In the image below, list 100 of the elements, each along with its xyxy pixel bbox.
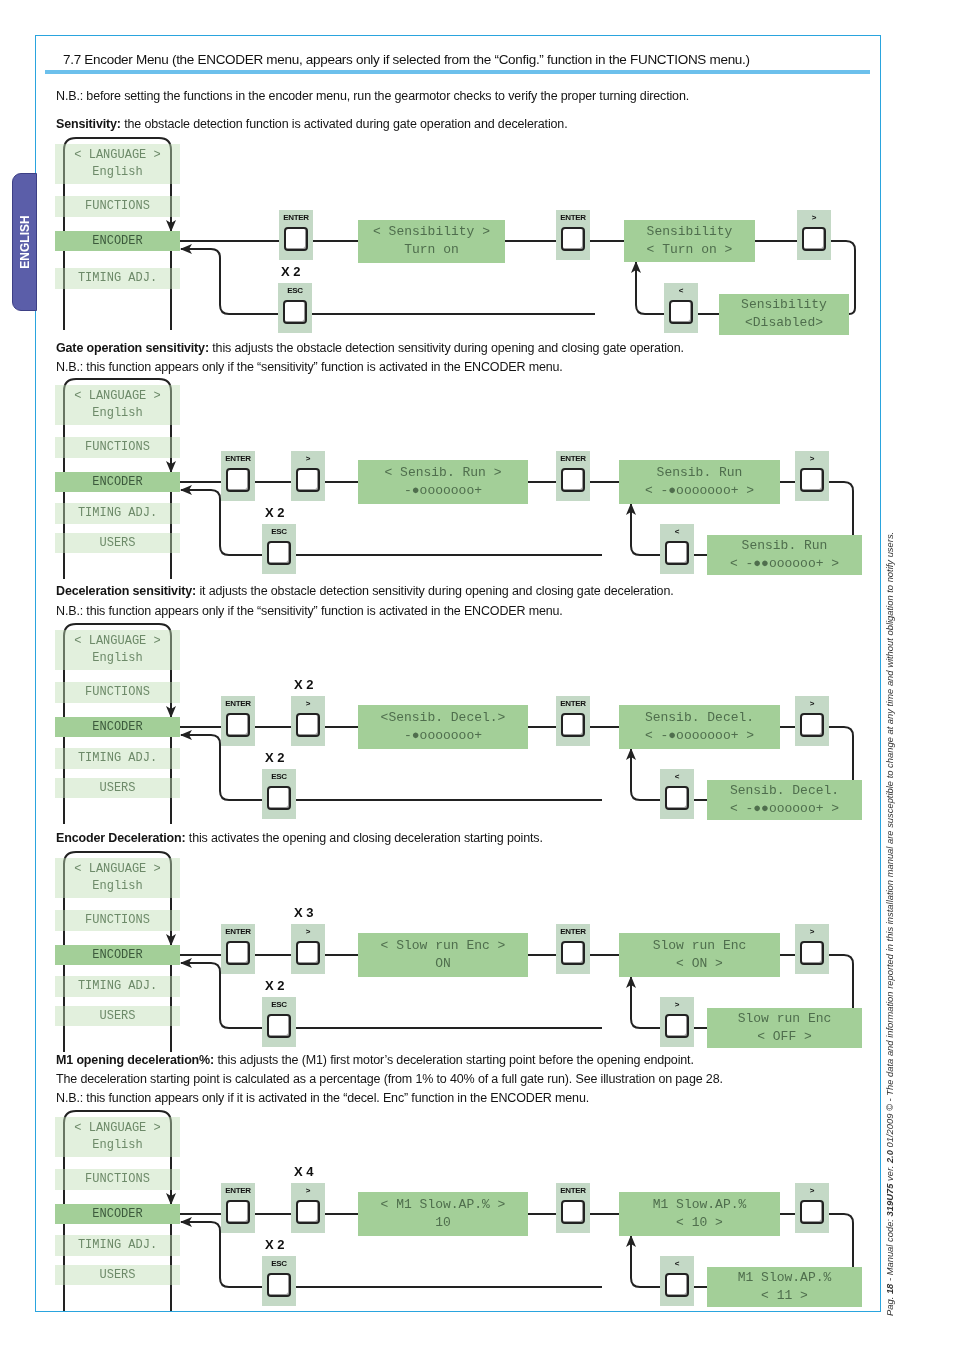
repeat-count: X 3 xyxy=(294,905,314,920)
arrow xyxy=(180,730,263,801)
key-label: < xyxy=(674,772,680,782)
key-label: ENTER xyxy=(560,927,586,937)
key-tile xyxy=(221,1183,255,1233)
key-tile xyxy=(221,451,255,501)
connector-line xyxy=(779,954,796,956)
connector-line xyxy=(179,954,222,956)
display-text: < OFF > xyxy=(757,1028,812,1046)
key-tile xyxy=(664,283,698,333)
key-tile xyxy=(556,924,590,974)
lcd-display xyxy=(707,1008,862,1048)
key-label: ENTER xyxy=(560,699,586,709)
repeat-count: X 2 xyxy=(265,505,285,520)
display-text: < -●●oooooo+ > xyxy=(729,555,840,573)
arrow xyxy=(626,503,661,556)
menu-label: USERS xyxy=(99,779,136,797)
display-text: Slow run Enc xyxy=(737,1010,832,1028)
key-label: ESC xyxy=(271,527,287,537)
connector-line xyxy=(693,554,708,556)
menu-item xyxy=(55,1006,180,1026)
lcd-display xyxy=(358,705,528,749)
key-label: ENTER xyxy=(225,927,251,937)
key-tile xyxy=(556,1183,590,1233)
connector-line xyxy=(254,481,292,483)
key-label: < xyxy=(674,527,680,537)
menu-item xyxy=(55,910,180,931)
menu-label: ENCODER xyxy=(92,473,143,491)
connector-line xyxy=(295,554,603,556)
menu-label: < LANGUAGE > xyxy=(74,633,161,650)
paragraph: N.B.: this function appears only if the “sensitivity” function is activated in the ENCODER menu. xyxy=(56,603,564,619)
menu-item xyxy=(55,1235,180,1256)
connector-line xyxy=(828,726,854,781)
paragraph: M1 opening deceleration%: this adjusts the (M1) first motor’s deceleration starting point before the opening endpoint. xyxy=(56,1052,695,1068)
menu-item xyxy=(55,231,180,251)
paragraph: Encoder Deceleration: this activates the opening and closing deceleration starting points. xyxy=(56,830,544,846)
lcd-display xyxy=(619,460,780,504)
menu-item xyxy=(55,858,180,898)
menu-label: < LANGUAGE > xyxy=(74,1120,161,1137)
menu-label: FUNCTIONS xyxy=(85,1171,150,1188)
arrow xyxy=(626,976,661,1029)
key-tile xyxy=(278,283,312,333)
display-text: M1 Slow.AP.% xyxy=(652,1196,747,1214)
paragraph: N.B.: before setting the functions in the encoder menu, run the gearmotor checks to verify the proper turning direction. xyxy=(56,88,691,104)
connector-line xyxy=(830,240,856,315)
display-text: Sensibility xyxy=(646,223,733,241)
menu-label: ENCODER xyxy=(92,1205,143,1223)
lcd-display xyxy=(707,780,862,820)
menu-item xyxy=(55,533,180,553)
lcd-display xyxy=(358,933,528,977)
menu-label: TIMING ADJ. xyxy=(77,750,158,767)
connector-line xyxy=(179,1213,222,1215)
lcd-display xyxy=(707,1267,862,1307)
arrow xyxy=(180,958,263,1029)
display-text: Sensib. Decel. xyxy=(729,782,840,800)
key-tile xyxy=(660,1256,694,1306)
display-text: < 10 > xyxy=(676,1214,723,1232)
menu-label: TIMING ADJ. xyxy=(77,505,158,522)
key-label: > xyxy=(809,927,815,937)
display-text: < Slow run Enc > xyxy=(380,937,506,955)
connector-line xyxy=(589,954,620,956)
display-text: Sensib. Run xyxy=(656,464,743,482)
menu-item xyxy=(55,778,180,798)
key-tile xyxy=(262,997,296,1047)
key-label: > xyxy=(305,927,311,937)
key-tile xyxy=(279,210,313,260)
paragraph: N.B.: this function appears only if it is activated in the “decel. Enc” function in the ENCODER menu. xyxy=(56,1090,591,1106)
lcd-display xyxy=(619,933,780,977)
key-tile xyxy=(291,1183,325,1233)
connector-line xyxy=(179,481,222,483)
connector-line xyxy=(697,313,720,315)
menu-label: English xyxy=(92,1137,143,1154)
key-label: ENTER xyxy=(225,454,251,464)
connector-line xyxy=(312,240,359,242)
lcd-display xyxy=(619,705,780,749)
lcd-display xyxy=(358,1192,528,1236)
key-tile xyxy=(795,1183,829,1233)
key-tile xyxy=(556,451,590,501)
menu-label: TIMING ADJ. xyxy=(77,1237,158,1254)
connector-line xyxy=(324,1213,359,1215)
connector-line xyxy=(828,954,854,1009)
connector-line xyxy=(527,481,557,483)
connector-line xyxy=(828,1213,854,1268)
connector-line xyxy=(179,726,222,728)
menu-label: ENCODER xyxy=(92,946,143,964)
connector-line xyxy=(828,481,854,536)
key-label: > xyxy=(305,454,311,464)
connector-line xyxy=(527,726,557,728)
lcd-display xyxy=(719,293,849,335)
arrow xyxy=(180,1217,263,1288)
key-label: ESC xyxy=(271,772,287,782)
key-label: > xyxy=(305,1186,311,1196)
connector-line xyxy=(589,240,625,242)
menu-item xyxy=(55,196,180,217)
key-label: > xyxy=(811,213,817,223)
key-label: > xyxy=(305,699,311,709)
connector-line xyxy=(295,799,603,801)
repeat-count: X 2 xyxy=(265,1237,285,1252)
connector-line xyxy=(504,240,557,242)
arrow xyxy=(180,244,279,315)
